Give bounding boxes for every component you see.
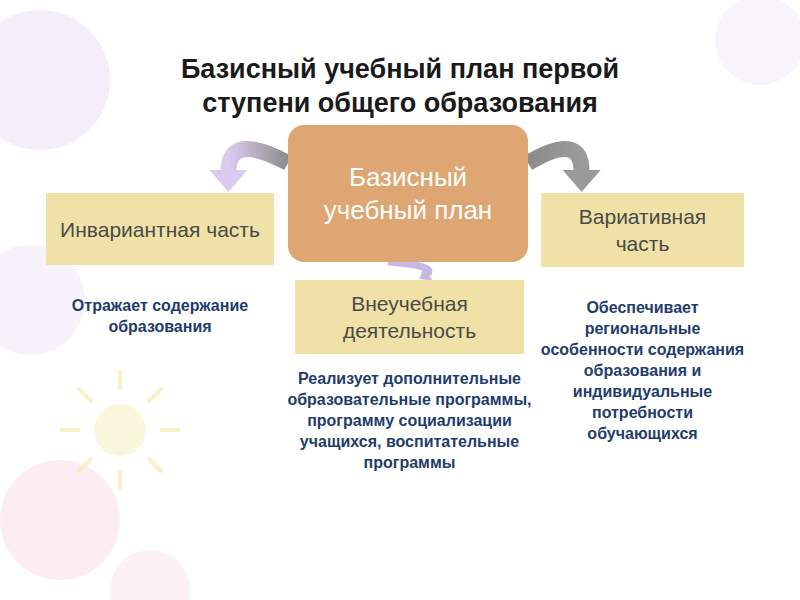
box-heading: Базисный учебный план [298, 161, 518, 227]
balloon [715, 0, 800, 85]
box-heading: Вариативная часть [551, 203, 734, 257]
box-heading: Внеучебная деятельность [305, 290, 514, 344]
part-box: Внеучебная деятельностьРеализует дополни… [295, 280, 524, 354]
diagram-title: Базисный учебный план первой ступени общ… [150, 52, 650, 120]
arrow-head [563, 170, 601, 192]
box-fill: Вариативная часть [541, 193, 744, 267]
part-box: Вариативная частьОбеспечивает региональн… [541, 193, 744, 267]
box-fill: Инвариантная часть [46, 193, 274, 265]
sun [94, 404, 146, 456]
balloon [0, 460, 120, 580]
box-heading: Инвариантная часть [60, 216, 260, 243]
box-description: Реализует дополнительные образовательные… [270, 368, 550, 473]
box-description: Отражает содержание образования [47, 295, 273, 337]
part-box: Инвариантная частьОтражает содержание об… [46, 193, 274, 265]
arrow-head [420, 267, 433, 280]
box-fill: Внеучебная деятельность [295, 280, 524, 354]
sun-rays [60, 370, 180, 490]
curved-arrow [228, 149, 288, 172]
curved-arrow [528, 149, 582, 172]
arrow-head [209, 170, 247, 192]
central-box: Базисный учебный план [288, 125, 528, 262]
box-fill: Базисный учебный план [288, 125, 528, 262]
balloon [0, 10, 110, 150]
balloon [110, 550, 190, 600]
box-description: Обеспечивает региональные особенности со… [538, 297, 748, 444]
